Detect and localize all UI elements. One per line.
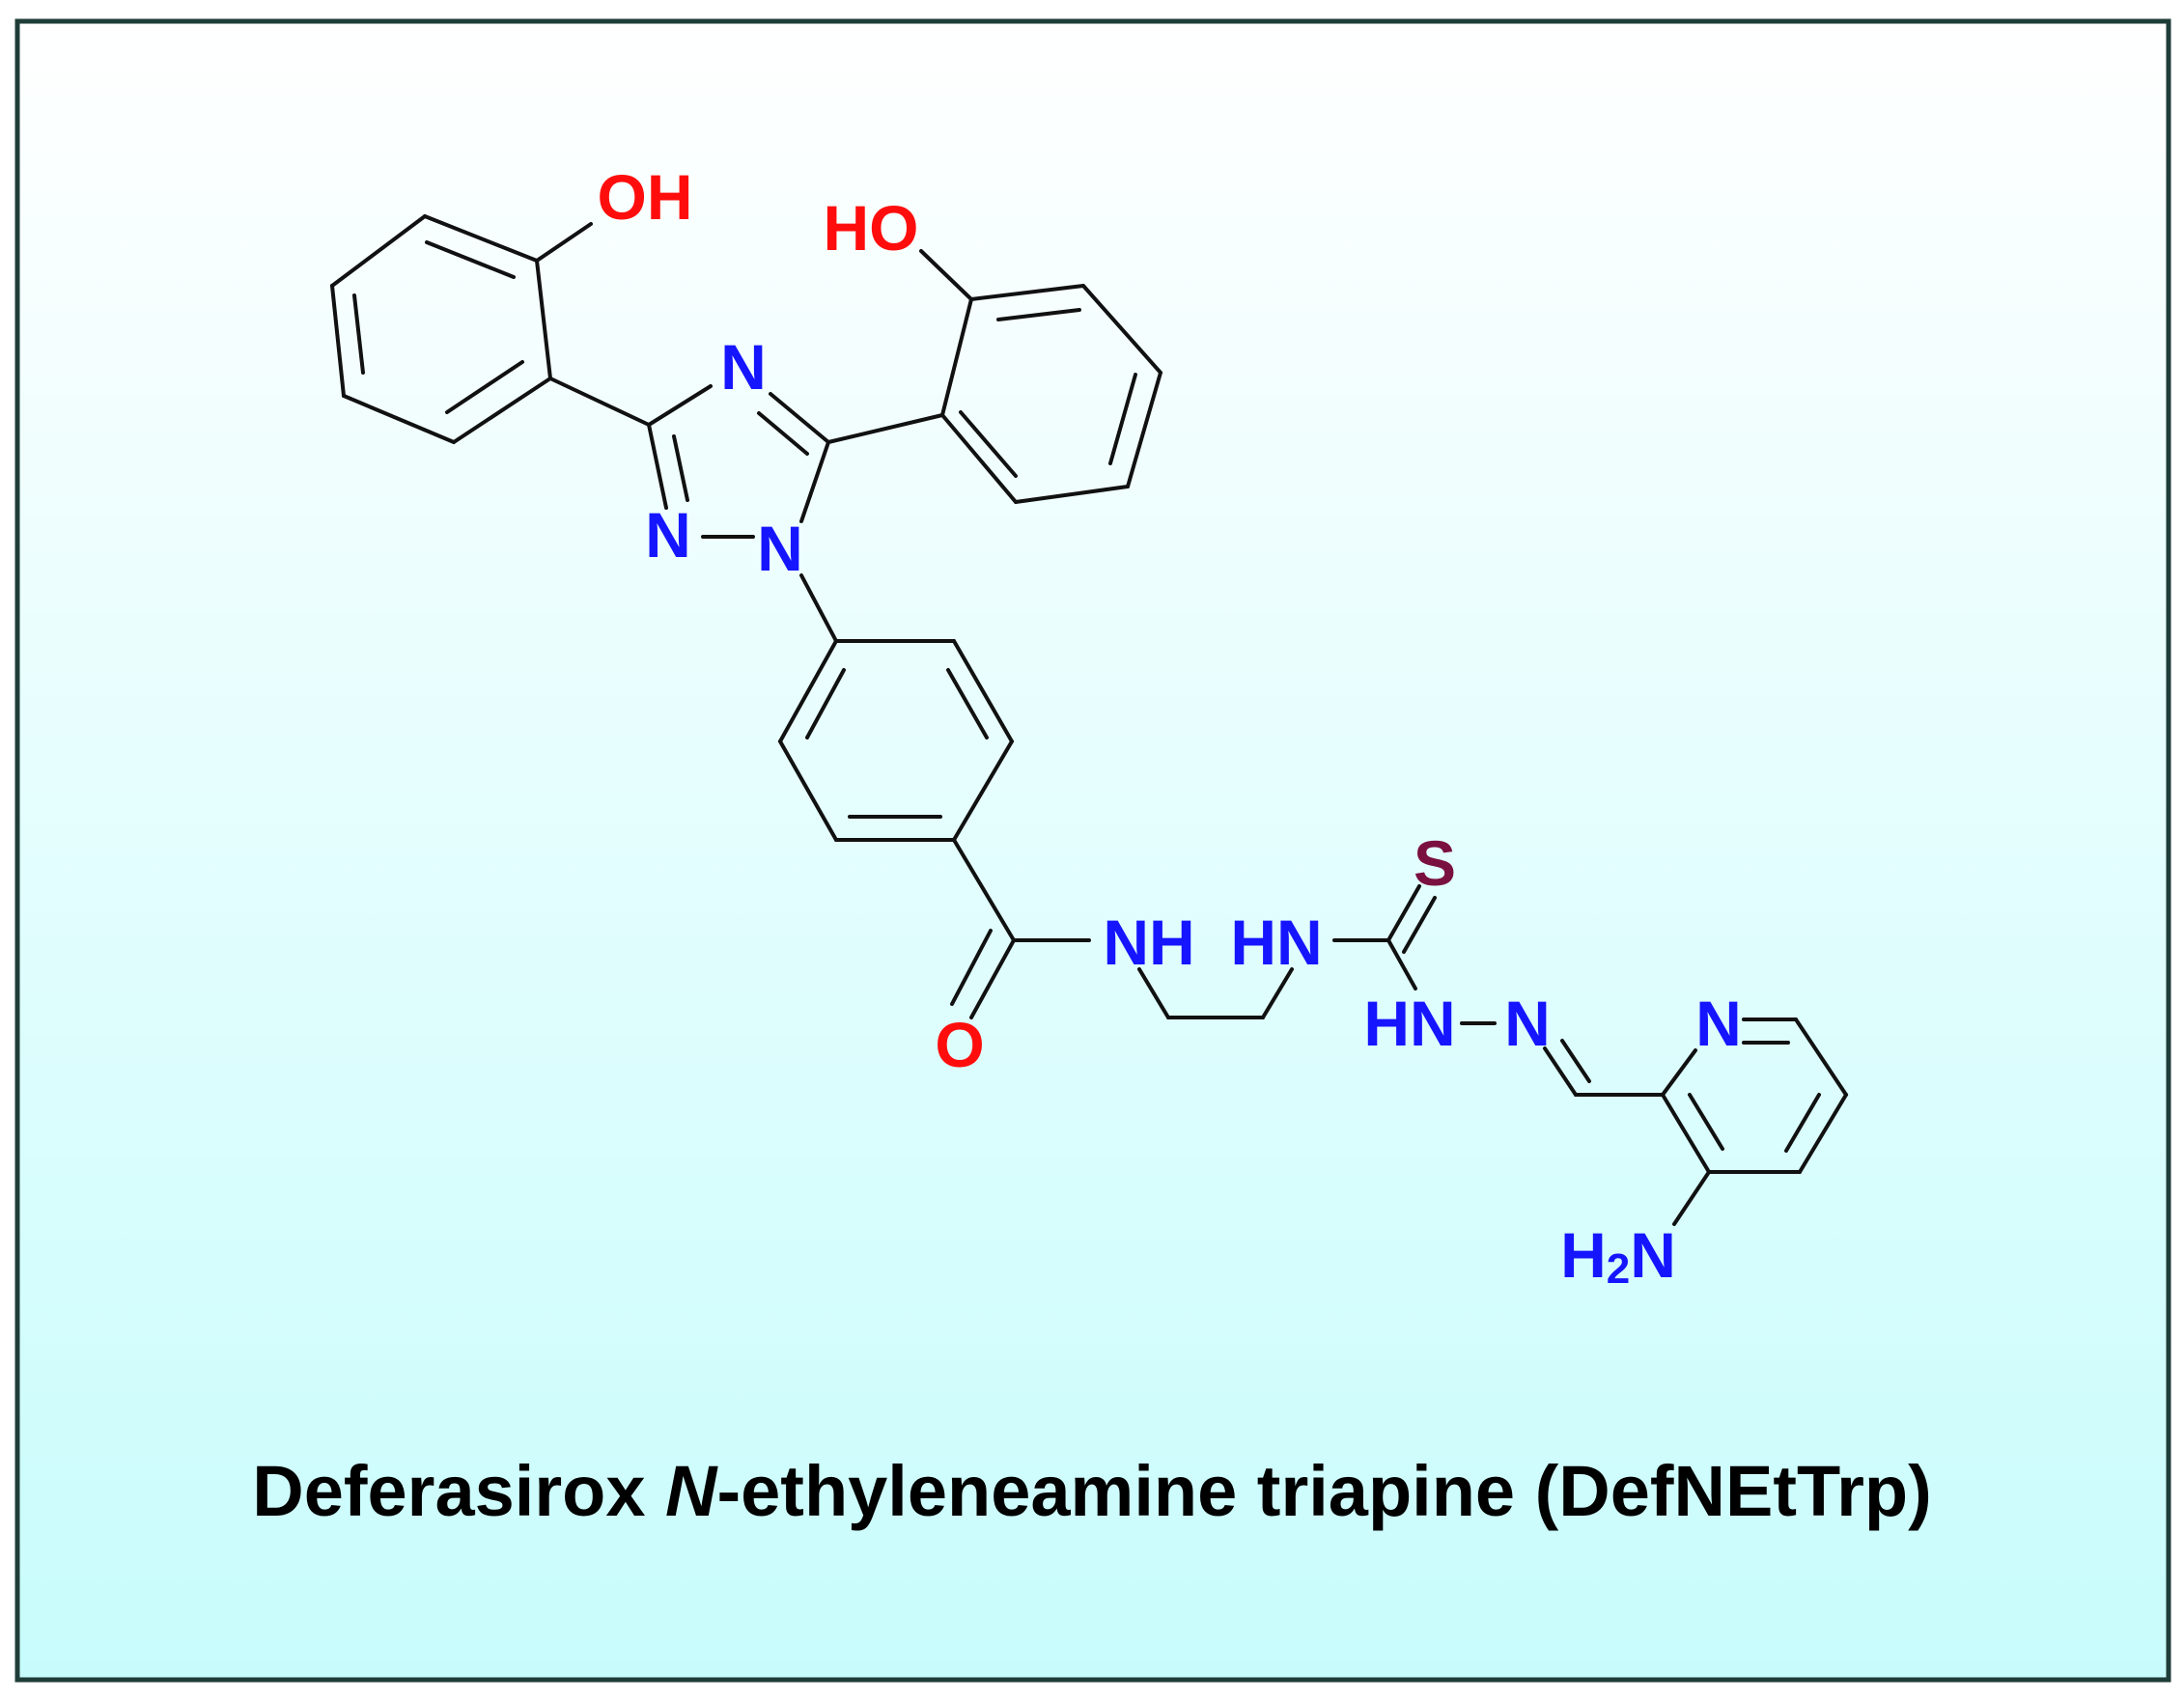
bond bbox=[445, 360, 524, 414]
bond bbox=[1402, 896, 1437, 954]
bond bbox=[805, 668, 846, 739]
bond bbox=[1137, 967, 1170, 1019]
bond bbox=[535, 259, 552, 380]
bond bbox=[330, 214, 427, 288]
atom-label-nh-amide: NH bbox=[1103, 906, 1194, 978]
bond bbox=[996, 308, 1081, 321]
bond bbox=[778, 639, 838, 743]
atom-label-hn-thiourea: HN bbox=[1230, 906, 1322, 978]
bond bbox=[1784, 1093, 1821, 1153]
atom-label-nh2: H2N bbox=[1560, 1219, 1676, 1293]
bond bbox=[1261, 967, 1294, 1019]
bond bbox=[952, 739, 1014, 842]
bond-skeleton bbox=[330, 214, 1848, 1226]
bond bbox=[352, 293, 365, 375]
bond bbox=[946, 668, 989, 739]
atom-label-n-triazole-top: N bbox=[720, 331, 767, 403]
bond bbox=[826, 413, 944, 444]
bond bbox=[1661, 1093, 1711, 1174]
atom-label-n-triazole-left: N bbox=[645, 499, 691, 571]
nh2-h: H bbox=[1560, 1219, 1607, 1291]
bond bbox=[342, 394, 456, 444]
atom-label-n-imine: N bbox=[1504, 988, 1551, 1059]
bond bbox=[940, 297, 973, 417]
bond bbox=[1688, 1093, 1724, 1151]
bond bbox=[548, 376, 651, 427]
atom-label-hn-hydrazine: HN bbox=[1363, 988, 1455, 1059]
bond bbox=[940, 413, 1018, 504]
bond bbox=[1126, 371, 1162, 488]
atom-label-n-pyridine: N bbox=[1695, 988, 1742, 1059]
caption-part2: -ethyleneamine triapine (DefNEtTrp) bbox=[717, 1451, 1932, 1531]
atom-label-ho-right: HO bbox=[824, 192, 919, 264]
bond bbox=[1543, 1046, 1578, 1097]
bond bbox=[778, 739, 838, 842]
bond bbox=[959, 410, 1018, 478]
bond bbox=[1014, 485, 1130, 504]
bond bbox=[952, 838, 1016, 942]
bond bbox=[799, 440, 830, 523]
atom-label-oh-left: OH bbox=[598, 161, 693, 233]
bond bbox=[423, 214, 539, 263]
diagram-frame bbox=[14, 18, 2171, 1683]
bond bbox=[969, 938, 1016, 1019]
bond bbox=[919, 249, 973, 301]
diagram-caption: Deferasirox N-ethyleneamine triapine (De… bbox=[252, 1451, 1931, 1531]
caption-part1: Deferasirox bbox=[252, 1451, 665, 1531]
bond bbox=[950, 929, 993, 1006]
bond bbox=[969, 284, 1085, 301]
bond bbox=[1108, 373, 1137, 465]
atom-label-n-triazole-n1: N bbox=[757, 513, 803, 584]
atom-label-o-amide: O bbox=[935, 1009, 984, 1080]
bond bbox=[647, 384, 713, 427]
atom-label-s-thione: S bbox=[1414, 827, 1456, 899]
bond bbox=[1672, 1170, 1711, 1226]
bond bbox=[1386, 884, 1421, 942]
nh2-subscript: 2 bbox=[1607, 1245, 1630, 1293]
bond bbox=[535, 222, 593, 263]
bond bbox=[952, 639, 1014, 743]
bond bbox=[769, 392, 830, 444]
nh2-n: N bbox=[1630, 1219, 1676, 1291]
bond bbox=[799, 573, 838, 643]
bond bbox=[672, 434, 689, 502]
bond bbox=[452, 376, 552, 444]
bond bbox=[757, 411, 809, 456]
bond bbox=[647, 423, 668, 510]
bond bbox=[330, 284, 346, 398]
bond bbox=[1081, 284, 1162, 375]
bond bbox=[1661, 1048, 1697, 1097]
bond bbox=[1798, 1093, 1848, 1174]
bond bbox=[1386, 938, 1417, 990]
bond bbox=[1794, 1018, 1848, 1097]
bond bbox=[1560, 1039, 1591, 1083]
caption-italic: N bbox=[665, 1451, 718, 1531]
bond bbox=[425, 240, 516, 279]
